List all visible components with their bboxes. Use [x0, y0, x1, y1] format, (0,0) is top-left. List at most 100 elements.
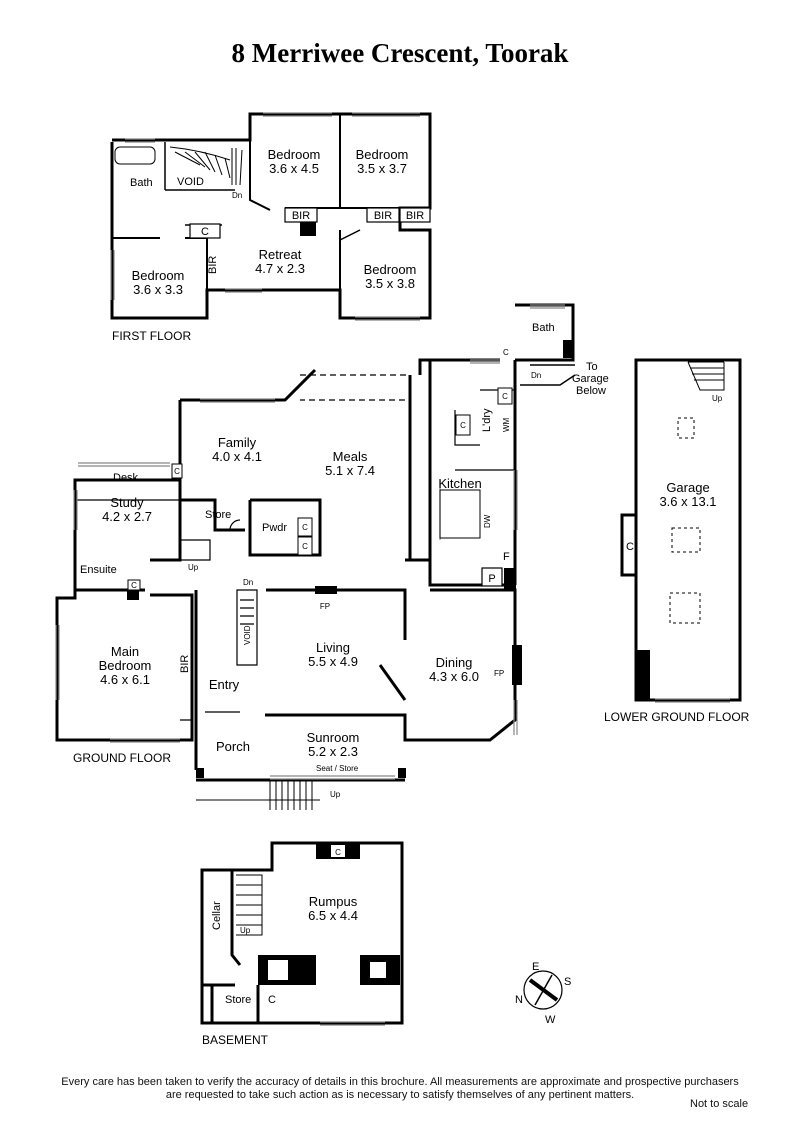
room-living-size: 5.5 x 4.9: [308, 654, 358, 669]
living-fireplace: [315, 586, 337, 594]
garage-block: [636, 650, 650, 700]
compass-north: N: [515, 994, 523, 1006]
pantry-box: [481, 567, 503, 587]
gf-bir-label: BIR: [179, 655, 191, 673]
ff-bath-label: Bath: [130, 177, 153, 189]
compass-west: W: [545, 1014, 556, 1026]
room-bedroom-1-name: Bedroom: [268, 147, 321, 162]
pwdr-cupboard-2-label: C: [302, 542, 308, 551]
room-dining-size: 4.3 x 6.0: [429, 669, 479, 684]
ff-bir-box-1: [284, 207, 318, 223]
disclaimer: Every care has been taken to verify the …: [0, 1076, 800, 1102]
garage-details: [669, 361, 725, 624]
upper-bath-cupboard-label: C: [503, 348, 509, 357]
upper-bath-label: Bath: [532, 322, 555, 334]
room-garage-size: 3.6 x 13.1: [659, 494, 716, 509]
laundry-label: L'dry: [481, 408, 493, 432]
ensuite-cupboard-box: [127, 579, 141, 591]
rumpus-cupboard-box: [331, 845, 345, 857]
room-dining-name: Dining: [436, 655, 473, 670]
garage-cupboard-label: C: [626, 541, 634, 553]
basement-block-left-inner: [268, 960, 288, 980]
basement-store-label: Store: [225, 994, 251, 1006]
room-meals-name: Meals: [333, 449, 368, 464]
laundry-cupboard-2-box: [497, 387, 513, 405]
ground-floor-label: GROUND FLOOR: [73, 751, 171, 765]
pwdr-cupboard-1-box: [297, 517, 313, 537]
room-main-bedroom-name-1: Main: [111, 644, 139, 659]
dishwasher-label: DW: [483, 514, 492, 528]
first-floor-label: FIRST FLOOR: [112, 329, 191, 343]
garage-up-label: Up: [712, 394, 723, 403]
disclaimer-line-1: Every care has been taken to verify the …: [61, 1076, 739, 1088]
room-meals-size: 5.1 x 7.4: [325, 463, 375, 478]
study-cupboard-label: C: [174, 467, 180, 476]
room-rumpus-name: Rumpus: [309, 894, 358, 909]
laundry-cupboard-1-box: [455, 414, 471, 436]
cellar-label: Cellar: [211, 901, 223, 930]
ff-bir-label-vertical: BIR: [207, 256, 219, 274]
ff-bir-label-1: BIR: [292, 210, 310, 222]
not-to-scale-note: Not to scale: [690, 1098, 749, 1110]
room-bedroom-2-size: 3.5 x 3.7: [357, 161, 407, 176]
porch-up-label: Up: [330, 790, 341, 799]
ff-void-label: VOID: [177, 176, 204, 188]
dining-fireplace: [512, 645, 522, 685]
pwdr-cupboard-1-label: C: [302, 523, 308, 532]
room-living-name: Living: [316, 640, 350, 655]
room-retreat-name: Retreat: [259, 247, 302, 262]
room-garage-name: Garage: [666, 480, 709, 495]
study-cupboard-box: [171, 463, 183, 479]
to-garage-line-3: Below: [576, 385, 606, 397]
room-family-name: Family: [218, 435, 257, 450]
basement-cupboard-label: C: [268, 994, 276, 1006]
plan-title: 8 Merriwee Crescent, Toorak: [232, 38, 569, 68]
fridge-label: F: [503, 551, 510, 563]
ff-cupboard-box: [189, 223, 221, 239]
lower-ground-floor-label: LOWER GROUND FLOOR: [604, 710, 750, 724]
rumpus-cupboard-label: C: [335, 848, 341, 857]
ff-bir-label-2: BIR: [374, 210, 392, 222]
basement-label: BASEMENT: [202, 1033, 269, 1047]
compass-east: E: [532, 961, 539, 973]
ensuite-block: [127, 590, 139, 600]
pwdr-cupboard-2-box: [297, 536, 313, 556]
room-retreat-size: 4.7 x 2.3: [255, 261, 305, 276]
living-fp-label: FP: [320, 602, 330, 611]
powder-room-label: Pwdr: [262, 522, 287, 534]
ff-bir-box-3: [399, 207, 431, 223]
pantry-label: P: [488, 573, 495, 585]
desk-label: Desk: [113, 472, 139, 484]
laundry-cupboard-1-label: C: [460, 421, 466, 430]
ground-floor-walls: [55, 303, 575, 782]
disclaimer-line-2: are requested to take such action as is …: [165, 1089, 635, 1101]
kitchen-island: [439, 489, 481, 539]
room-study-size: 4.2 x 2.7: [102, 509, 152, 524]
ff-cupboard-label: C: [201, 226, 209, 238]
compass-south: S: [564, 976, 571, 988]
ff-bir-box-2: [366, 207, 400, 223]
store-label: Store: [205, 509, 231, 521]
upper-bath-block: [563, 340, 573, 358]
seat-store-label: Seat / Store: [316, 764, 359, 773]
gf-dn-label: Dn: [243, 578, 253, 587]
room-bedroom-3-size: 3.6 x 3.3: [133, 282, 183, 297]
ff-bir-label-3: BIR: [406, 210, 424, 222]
kitchen-pantry-block: [504, 568, 516, 590]
basement-block-right-inner: [370, 962, 386, 978]
room-sunroom-name: Sunroom: [307, 730, 360, 745]
porch-steps: [196, 780, 320, 810]
basement-stairs: [236, 874, 263, 936]
washing-machine-label: WM: [502, 417, 511, 432]
room-bedroom-4-size: 3.5 x 3.8: [365, 276, 415, 291]
to-garage-line-1: To: [586, 361, 598, 373]
room-sunroom-size: 5.2 x 2.3: [308, 744, 358, 759]
room-bedroom-3-name: Bedroom: [132, 268, 185, 283]
room-family-size: 4.0 x 4.1: [212, 449, 262, 464]
room-bedroom-1-size: 3.6 x 4.5: [269, 161, 319, 176]
room-bedroom-2-name: Bedroom: [356, 147, 409, 162]
room-entry-name: Entry: [209, 677, 240, 692]
ff-dn-label: Dn: [232, 191, 242, 200]
garage-walls: [620, 358, 742, 702]
